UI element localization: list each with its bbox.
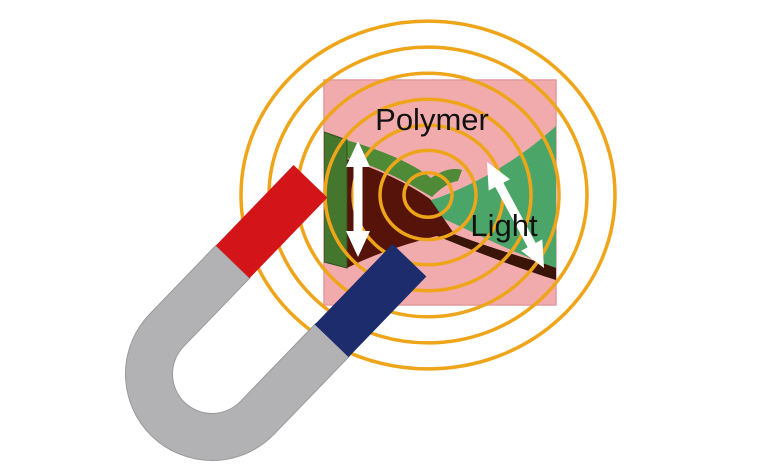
magnet-south-pole [314,243,427,358]
field-ring [323,97,533,293]
magnet-north-pole [215,165,328,279]
light-direction-arrow [487,162,544,268]
light-label: Light [470,208,538,243]
field-ring [239,19,617,371]
horseshoe-magnet [125,165,427,461]
magnet-body [125,244,350,461]
polymer-label: Polymer [375,102,489,137]
polarization-arrow [346,141,370,257]
ribbon-right-surface [406,126,556,268]
field-ring [402,170,454,220]
field-rings [239,19,617,371]
field-ring [378,148,478,242]
